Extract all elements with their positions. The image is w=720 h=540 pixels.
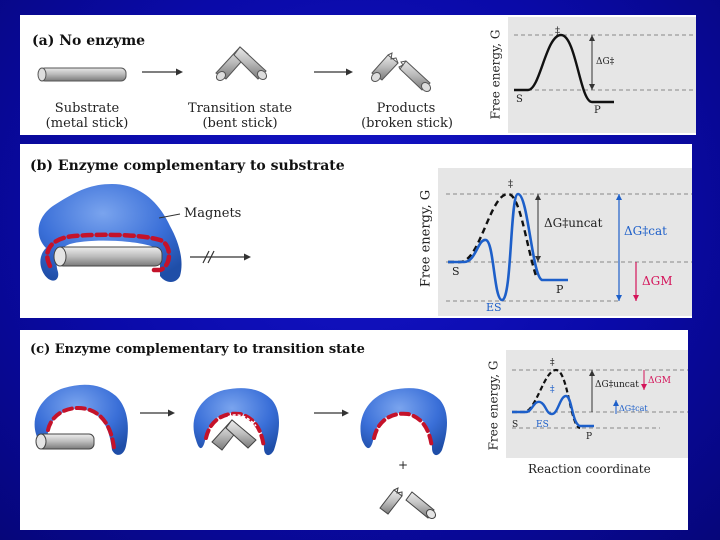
substrate-label: Substrate [54,101,120,116]
broken-stick [379,487,437,520]
magnets-outline [45,232,172,273]
panel-a-ts-mark: ‡ [555,26,560,37]
panel-no-enzyme: (a) No enzyme [20,15,696,135]
enzyme-shape [193,388,279,456]
panel-b-dg-cat: ΔG‡cat [624,224,667,238]
panel-a-p-label: P [594,105,601,116]
panel-c-x-axis-label: Reaction coordinate [528,462,651,476]
panel-b-ts-mark: ‡ [508,179,513,190]
bent-stick [215,46,268,82]
panel-b-s-label: S [452,265,460,278]
blocked-arrow-icon [190,250,251,264]
panel-c-dg-m: ΔGM [648,376,671,386]
substrate-stick-b [53,246,163,267]
arrow-icon [314,68,353,76]
panel-c-energy-graph [506,350,688,458]
panel-a-title: (a) No enzyme [32,33,146,49]
panel-c-ts-mark-catalyzed: ‡ [550,385,555,395]
plus-sign: + [398,458,409,472]
magnets-label: Magnets [184,206,242,221]
panel-a-energy-graph [508,17,696,133]
panel-b-title: (b) Enzyme complementary to substrate [30,158,345,174]
panel-enzyme-substrate: (b) Enzyme complementary to substrate [20,144,692,318]
panel-b-energy-graph [438,168,692,316]
enzyme-shape [360,388,447,456]
panel-b-es-label: ES [486,301,502,314]
panel-c-dg-cat: ΔG‡cat [619,404,648,413]
panel-a-illustration [37,17,696,133]
panel-a-y-axis-label: Free energy, G [488,29,503,120]
panel-c-es-label: ES [536,420,549,430]
products-label: Products [376,101,436,116]
substrate-stick [37,67,127,82]
panel-c-title: (c) Enzyme complementary to transition s… [30,342,365,357]
panel-b-y-axis-label: Free energy, G [418,189,434,288]
substrate-sublabel: (metal stick) [45,116,129,131]
panel-a-s-label: S [516,94,523,105]
panel-c-y-axis-label: Free energy, G [486,360,501,451]
panel-a-dg-label: ΔG‡ [596,57,615,67]
panel-b-p-label: P [556,283,564,296]
enzyme-shape [34,384,128,455]
arrow-icon [314,409,349,417]
panel-c-s-label: S [512,420,519,430]
panel-c-p-label: P [586,432,593,442]
panel-c-illustration [34,350,688,520]
panel-b-dg-uncat: ΔG‡uncat [544,216,603,230]
transition-sublabel: (bent stick) [202,116,278,131]
panel-b-dg-m: ΔGM [642,274,673,288]
panel-b-illustration [38,168,692,316]
panel-enzyme-transition: (c) Enzyme complementary to transition s… [20,330,688,530]
transition-label: Transition state [187,101,293,116]
products-sublabel: (broken stick) [361,116,453,131]
arrow-icon [142,68,183,76]
panel-c-ts-mark: ‡ [550,358,555,368]
panel-c-dg-uncat: ΔG‡uncat [595,380,639,390]
arrow-icon [140,409,175,417]
broken-stick [370,52,432,93]
